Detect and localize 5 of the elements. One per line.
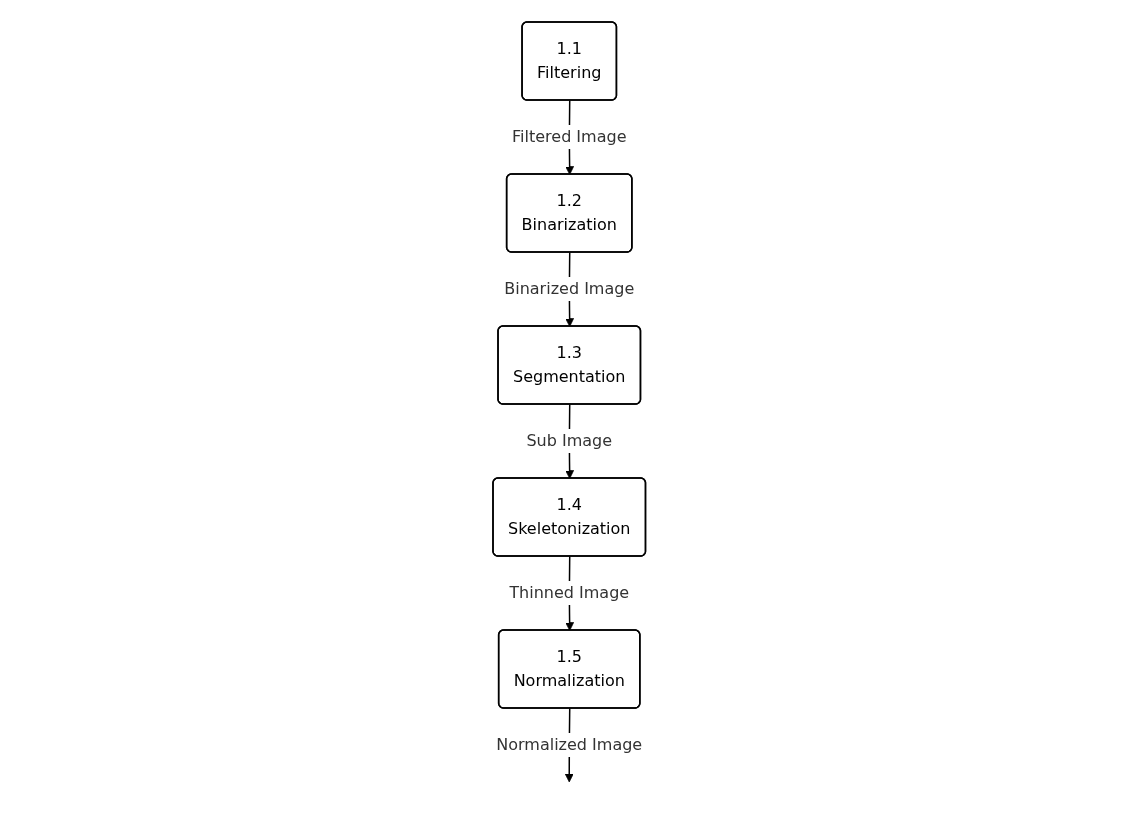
edge-label: Sub Image xyxy=(526,431,612,450)
edge-label: Normalized Image xyxy=(496,735,642,754)
edge-label: Filtered Image xyxy=(511,127,627,146)
edge-label: Thinned Image xyxy=(509,583,629,602)
edge-label: Binarized Image xyxy=(504,279,634,298)
